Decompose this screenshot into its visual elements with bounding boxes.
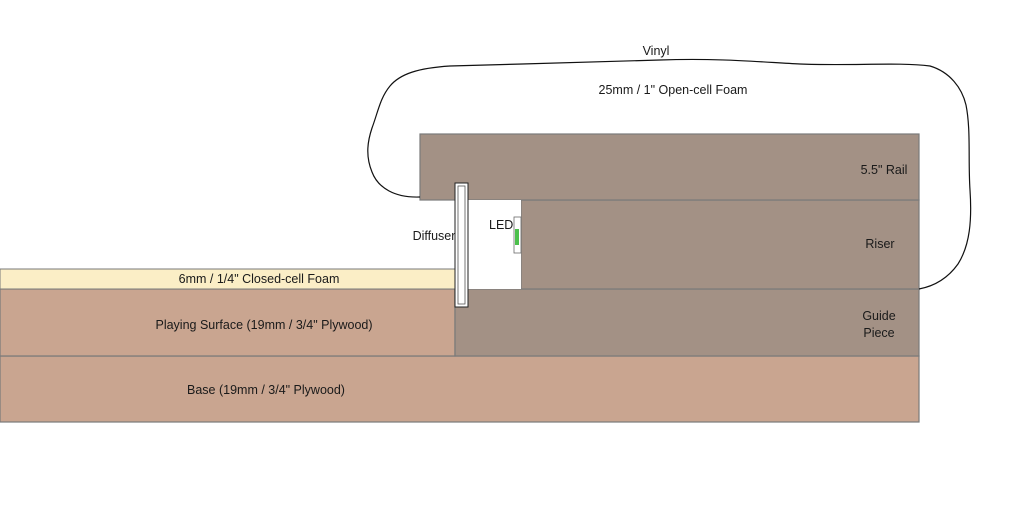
guide-piece-label-line2: Piece [863, 326, 894, 340]
open-cell-foam-label: 25mm / 1" Open-cell Foam [599, 83, 748, 97]
guide-piece-label-line1: Guide [862, 309, 895, 323]
closed-cell-foam-label: 6mm / 1/4" Closed-cell Foam [179, 272, 340, 286]
led-cavity [468, 200, 521, 289]
base-board [0, 355, 920, 423]
rail-block [419, 133, 920, 201]
base-label: Base (19mm / 3/4" Plywood) [187, 383, 345, 397]
diffuser-inner [457, 185, 466, 305]
playing-surface-board [0, 288, 456, 357]
riser-label: Riser [865, 237, 894, 251]
led-label: LED [489, 218, 513, 232]
diffuser-label: Diffuser [413, 229, 456, 243]
vinyl-wrap [367, 58, 972, 290]
led-indicator [515, 229, 519, 245]
rail-label: 5.5" Rail [861, 163, 908, 177]
playing-surface-label: Playing Surface (19mm / 3/4" Plywood) [155, 318, 372, 332]
vinyl-label: Vinyl [643, 44, 670, 58]
guide-piece-block [454, 288, 920, 357]
riser-block [520, 199, 920, 290]
